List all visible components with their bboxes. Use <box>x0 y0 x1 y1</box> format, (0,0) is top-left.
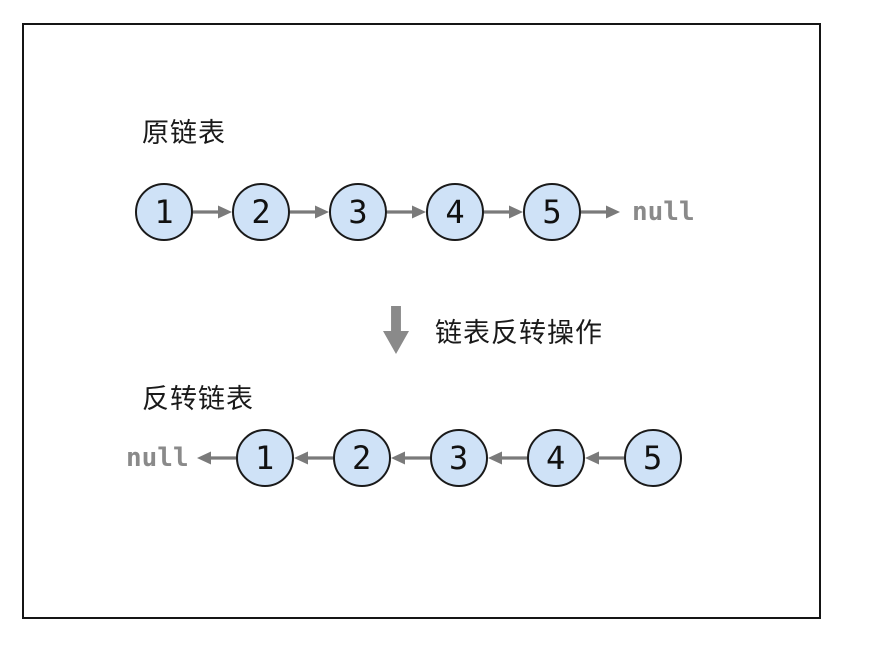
reversed-list-title: 反转链表 <box>142 384 254 414</box>
list-node: 1 <box>135 183 193 241</box>
reversed-list-row: null 1 2 3 4 5 <box>126 428 682 488</box>
arrow-left-icon <box>390 451 430 465</box>
list-node: 4 <box>526 429 585 487</box>
arrow-right-icon <box>290 205 329 219</box>
diagram-frame: 原链表 1 2 3 4 5 null 链表反转操作 反转链表 null 1 2 … <box>22 23 821 619</box>
arrow-right-icon <box>387 205 426 219</box>
arrow-right-icon <box>484 205 523 219</box>
down-arrow-icon <box>383 306 409 354</box>
list-node: 5 <box>623 429 682 487</box>
operation-label: 链表反转操作 <box>435 317 603 348</box>
arrow-left-icon <box>487 451 527 465</box>
arrow-left-icon <box>293 451 333 465</box>
list-node: 3 <box>429 429 488 487</box>
null-label: null <box>126 443 189 473</box>
null-label: null <box>632 197 695 227</box>
list-node: 5 <box>523 183 581 241</box>
arrow-left-icon <box>584 451 624 465</box>
list-node: 2 <box>332 429 391 487</box>
list-node: 3 <box>329 183 387 241</box>
operation-row: 链表反转操作 <box>383 305 603 355</box>
list-node: 4 <box>426 183 484 241</box>
original-list-row: 1 2 3 4 5 null <box>135 182 695 242</box>
original-list-title: 原链表 <box>142 118 226 148</box>
arrow-left-icon <box>196 451 236 465</box>
arrow-right-icon <box>581 205 620 219</box>
list-node: 2 <box>232 183 290 241</box>
list-node: 1 <box>235 429 294 487</box>
arrow-right-icon <box>193 205 232 219</box>
